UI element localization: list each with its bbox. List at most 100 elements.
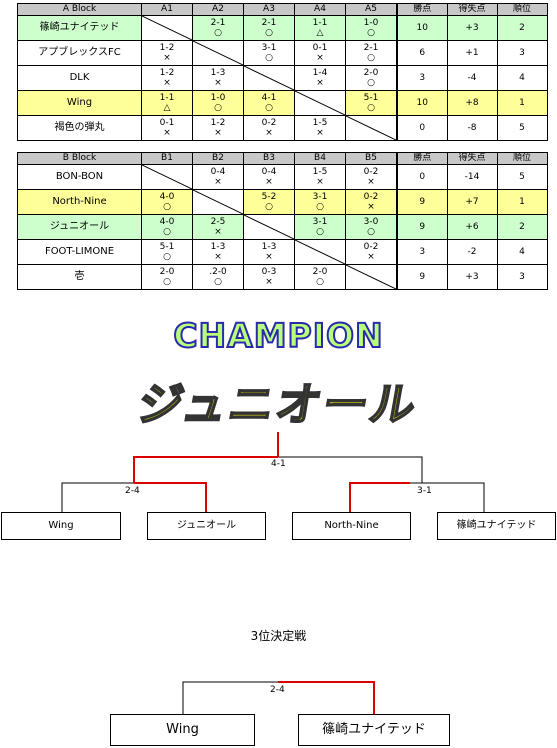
match-result-cell: 2-1○ xyxy=(243,15,295,41)
final-winner-line xyxy=(133,456,278,483)
match-result-mark: × xyxy=(265,276,273,287)
team-name: 褐色の弾丸 xyxy=(17,115,142,141)
self-match-cell xyxy=(243,214,295,240)
semi-left-score: 2-4 xyxy=(125,486,140,496)
column-header: 順位 xyxy=(496,152,548,165)
match-score: 0-2 xyxy=(363,241,379,252)
self-match-cell xyxy=(141,15,193,41)
rank: 2 xyxy=(496,214,548,240)
column-header: B3 xyxy=(243,152,295,165)
match-result-mark: ○ xyxy=(214,276,222,287)
match-score: 3-1 xyxy=(312,191,328,202)
match-result-cell: 2-5× xyxy=(192,214,244,240)
match-result-mark: × xyxy=(316,77,324,88)
semi-right-winner-line xyxy=(349,482,410,512)
match-result-mark: × xyxy=(214,176,222,187)
match-score: .2-0 xyxy=(209,266,227,277)
self-match-cell xyxy=(294,239,346,265)
match-result-cell: 1-3× xyxy=(192,239,244,265)
match-score: 1-3 xyxy=(210,241,226,252)
match-result-cell: 0-1× xyxy=(294,40,346,66)
match-result-cell: 0-2× xyxy=(345,239,398,265)
self-match-cell xyxy=(243,65,295,91)
match-score: 1-1 xyxy=(312,17,328,28)
column-header: B5 xyxy=(345,152,398,165)
points: 3 xyxy=(396,239,448,265)
points: 9 xyxy=(396,264,448,290)
match-result-mark: ○ xyxy=(367,226,375,237)
diagonal-line xyxy=(193,41,243,65)
match-result-mark: △ xyxy=(316,27,324,38)
match-score: 4-0 xyxy=(159,191,175,202)
match-result-cell: 0-1× xyxy=(141,115,193,141)
column-header: 勝点 xyxy=(396,152,448,165)
column-header: A4 xyxy=(294,3,346,16)
match-score: 1-0 xyxy=(210,92,226,103)
diagonal-line xyxy=(346,265,396,289)
match-result-mark: ○ xyxy=(316,226,324,237)
match-score: 2-1 xyxy=(261,17,277,28)
match-result-mark: ○ xyxy=(214,27,222,38)
match-score: 1-2 xyxy=(159,67,175,78)
rank: 5 xyxy=(496,115,548,141)
match-score: 4-0 xyxy=(159,216,175,227)
match-result-mark: × xyxy=(265,251,273,262)
bracket-team-2: ジュニオール xyxy=(147,512,266,540)
match-score: 1-0 xyxy=(363,17,379,28)
third-place-title: 3位決定戦 xyxy=(250,629,307,643)
match-result-cell: 1-2× xyxy=(141,40,193,66)
match-result-mark: ○ xyxy=(163,226,171,237)
rank: 5 xyxy=(496,164,548,190)
diagonal-line xyxy=(142,165,192,189)
self-match-cell xyxy=(294,90,346,116)
match-result-cell: 4-0○ xyxy=(141,214,193,240)
points: 10 xyxy=(396,90,448,116)
match-result-mark: × xyxy=(316,127,324,138)
match-score: 0-2 xyxy=(363,166,379,177)
diagonal-line xyxy=(244,66,294,90)
column-header: 得失点 xyxy=(446,3,498,16)
rank: 2 xyxy=(496,15,548,41)
column-header: 順位 xyxy=(496,3,548,16)
match-result-mark: ○ xyxy=(316,276,324,287)
match-result-mark: ○ xyxy=(367,77,375,88)
goal-difference: +3 xyxy=(446,264,498,290)
match-score: 1-5 xyxy=(312,117,328,128)
match-result-cell: 1-1△ xyxy=(141,90,193,116)
bracket-team-3: North-Nine xyxy=(292,512,411,540)
match-result-mark: × xyxy=(163,52,171,63)
match-result-cell: 4-1○ xyxy=(243,90,295,116)
match-score: 1-2 xyxy=(210,117,226,128)
match-score: 5-1 xyxy=(159,241,175,252)
self-match-cell xyxy=(141,164,193,190)
match-score: 1-1 xyxy=(159,92,175,103)
match-score: 2-0 xyxy=(159,266,175,277)
match-result-mark: ○ xyxy=(367,52,375,63)
match-score: 2-0 xyxy=(312,266,328,277)
third-winner-line xyxy=(278,681,375,714)
third-loser-line xyxy=(182,681,278,714)
match-result-cell: 0-2× xyxy=(345,164,398,190)
match-result-cell: 1-1△ xyxy=(294,15,346,41)
diagonal-line xyxy=(142,16,192,40)
match-score: 1-3 xyxy=(210,67,226,78)
match-result-mark: ○ xyxy=(265,27,273,38)
match-result-mark: × xyxy=(214,226,222,237)
team-name: North-Nine xyxy=(17,189,142,215)
match-result-cell: 0-2× xyxy=(345,189,398,215)
match-score: 1-5 xyxy=(312,166,328,177)
match-result-mark: ○ xyxy=(214,102,222,113)
bracket-team-1: Wing xyxy=(1,512,121,540)
match-result-mark: ○ xyxy=(163,276,171,287)
match-result-mark: × xyxy=(367,251,375,262)
match-score: 3-1 xyxy=(261,42,277,53)
points: 0 xyxy=(396,164,448,190)
third-place-score: 2-4 xyxy=(270,685,285,695)
